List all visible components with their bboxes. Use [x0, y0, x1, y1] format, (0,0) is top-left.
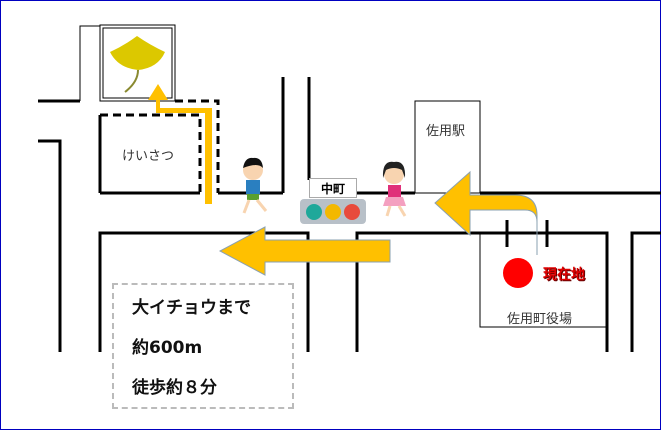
route-arrows [148, 84, 538, 276]
distance-text: 約600m [132, 338, 203, 358]
current-location-marker [503, 258, 533, 288]
arrow-west [218, 226, 391, 276]
boy-icon [242, 157, 268, 214]
traffic-light-icon [300, 199, 366, 224]
info-box: 大イチョウまで 約600m 徒歩約８分 [112, 283, 294, 409]
intersection-label: 中町 [309, 178, 357, 198]
destination-text: 大イチョウまで [132, 298, 251, 318]
police-label: けいさつ [122, 149, 175, 164]
ginkgo-leaf-icon [110, 36, 165, 93]
arrow-to-ginkgo [148, 84, 212, 204]
walk-time-text: 徒歩約８分 [132, 378, 217, 398]
arrow-turn-left [434, 170, 538, 255]
current-location-label: 現在地 [543, 267, 585, 283]
town-hall-building [479, 232, 608, 328]
girl-icon [382, 161, 407, 217]
station-label: 佐用駅 [426, 124, 466, 139]
ginkgo-box [99, 24, 176, 102]
town-hall-label: 佐用町役場 [507, 312, 573, 327]
